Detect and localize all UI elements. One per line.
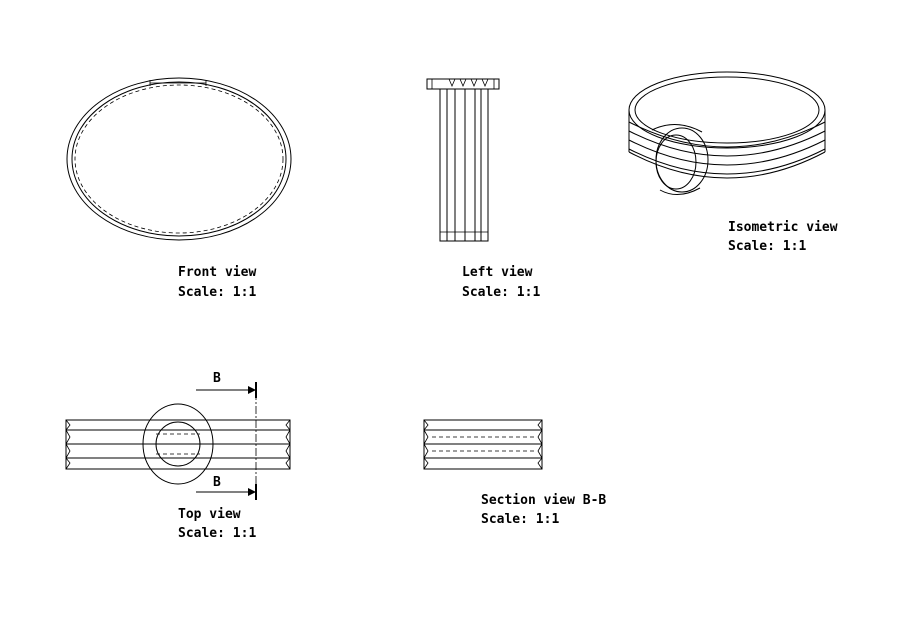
left-view-title: Left view [462,265,533,280]
isometric-view-drawing [628,71,826,195]
section-marker-bottom: B [213,475,221,490]
top-view-drawing [65,382,291,500]
isometric-view-scale: Scale: 1:1 [728,239,806,254]
front-view-scale: Scale: 1:1 [178,285,256,300]
top-view-title: Top view [178,507,241,522]
section-view-scale: Scale: 1:1 [481,512,559,527]
front-view-drawing [66,77,292,241]
left-view-drawing [426,78,500,242]
section-view-drawing [423,419,543,470]
left-view-scale: Scale: 1:1 [462,285,540,300]
section-view-title: Section view B-B [481,493,606,508]
isometric-view-title: Isometric view [728,220,838,235]
front-view-title: Front view [178,265,256,280]
section-marker-top: B [213,371,221,386]
top-view-scale: Scale: 1:1 [178,526,256,541]
